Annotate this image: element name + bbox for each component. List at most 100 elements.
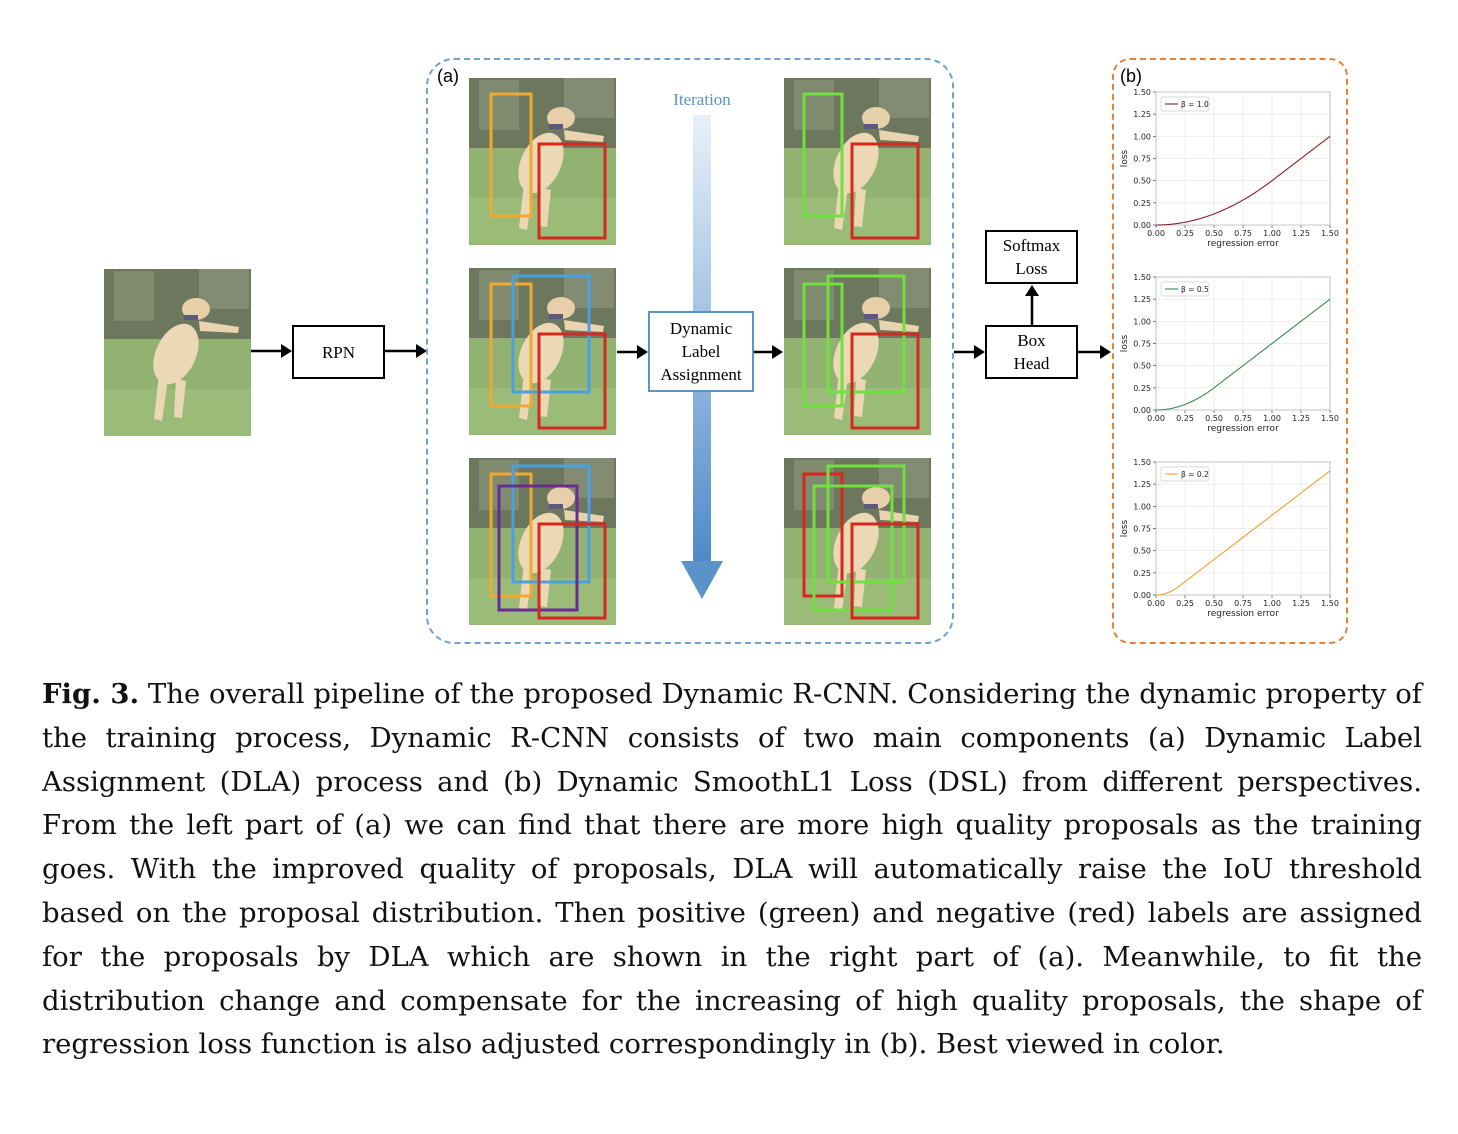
arrow-boxhead-to-softmax xyxy=(1025,285,1039,327)
y-tick-label: 1.00 xyxy=(1133,317,1151,326)
y-tick-label: 1.25 xyxy=(1133,480,1151,489)
proposal-box-red xyxy=(850,142,920,240)
arrow-panel-a-to-boxhead xyxy=(954,345,985,359)
y-axis-label: loss xyxy=(1120,149,1130,167)
rpn-label: RPN xyxy=(321,342,356,362)
labeled-image-stage3 xyxy=(784,458,931,625)
arrow-dla-to-labels xyxy=(754,345,783,359)
boxhead-label-line1: Box xyxy=(1017,331,1046,350)
y-tick-label: 1.50 xyxy=(1133,273,1151,282)
x-tick-label: 1.00 xyxy=(1263,414,1281,423)
x-tick-label: 1.25 xyxy=(1292,599,1310,608)
box-head-box: Box Head xyxy=(985,325,1078,379)
x-tick-label: 1.50 xyxy=(1321,414,1339,423)
x-tick-label: 0.25 xyxy=(1176,414,1194,423)
y-tick-label: 0.25 xyxy=(1133,569,1151,578)
x-tick-label: 0.50 xyxy=(1205,599,1223,608)
proposal-box-red xyxy=(537,142,607,240)
loss-chart-beta-1-0: 0.00 0.25 0.50 0.75 1.00 1.25 1.50 0.00 0.25 0.50… xyxy=(1120,88,1339,249)
boxhead-label-line2: Head xyxy=(1013,354,1050,373)
input-dog-image xyxy=(104,269,251,436)
y-tick-label: 0.00 xyxy=(1133,221,1151,230)
y-tick-label: 0.75 xyxy=(1133,155,1151,164)
y-tick-label: 0.50 xyxy=(1133,177,1151,186)
x-tick-label: 0.25 xyxy=(1176,599,1194,608)
iteration-label: Iteration xyxy=(673,90,731,109)
proposal-box-red xyxy=(537,522,607,620)
x-tick-label: 0.50 xyxy=(1205,414,1223,423)
x-tick-label: 1.50 xyxy=(1321,229,1339,238)
dla-label-line2: Label xyxy=(681,342,721,361)
loss-chart-beta-0-5: 0.00 0.25 0.50 0.75 1.00 1.25 1.50 0.00 0.25 0.50… xyxy=(1120,273,1339,434)
legend-box xyxy=(1160,281,1210,297)
panel-b-label: (b) xyxy=(1120,66,1142,86)
y-tick-label: 1.00 xyxy=(1133,132,1151,141)
x-tick-label: 1.25 xyxy=(1292,229,1310,238)
legend-label: β = 0.5 xyxy=(1181,285,1209,294)
softmax-label-line1: Softmax xyxy=(1002,236,1061,255)
x-tick-label: 0.00 xyxy=(1147,414,1165,423)
x-axis-label: regression error xyxy=(1207,609,1279,619)
y-tick-label: 1.50 xyxy=(1133,458,1151,467)
x-tick-label: 0.75 xyxy=(1234,414,1252,423)
y-tick-label: 0.00 xyxy=(1133,406,1151,415)
y-tick-label: 0.25 xyxy=(1133,199,1151,208)
y-tick-label: 0.50 xyxy=(1133,362,1151,371)
x-axis-label: regression error xyxy=(1207,239,1279,249)
dla-label-line1: Dynamic xyxy=(669,319,733,338)
y-tick-label: 1.25 xyxy=(1133,295,1151,304)
x-tick-label: 0.00 xyxy=(1147,599,1165,608)
proposal-box-red xyxy=(802,472,844,598)
legend-label: β = 0.2 xyxy=(1181,470,1209,479)
y-tick-label: 0.75 xyxy=(1133,525,1151,534)
x-tick-label: 1.25 xyxy=(1292,414,1310,423)
proposal-box-orange xyxy=(489,472,533,598)
x-tick-label: 1.00 xyxy=(1263,599,1281,608)
panel-b-dsl xyxy=(1112,58,1348,644)
caption-text: The overall pipeline of the proposed Dyn… xyxy=(42,678,1422,1061)
x-tick-label: 0.75 xyxy=(1234,229,1252,238)
loss-curve xyxy=(1155,135,1331,226)
figure-caption: Fig. 3. The overall pipeline of the prop… xyxy=(42,673,1422,1067)
y-axis-label: loss xyxy=(1120,519,1130,537)
proposal-box-red xyxy=(850,332,920,430)
proposal-box-green xyxy=(802,92,844,218)
y-tick-label: 1.50 xyxy=(1133,88,1151,97)
proposal-box-red xyxy=(537,332,607,430)
x-tick-label: 0.25 xyxy=(1176,229,1194,238)
x-tick-label: 0.50 xyxy=(1205,229,1223,238)
arrow-boxhead-to-panel-b xyxy=(1078,345,1111,359)
y-tick-label: 1.25 xyxy=(1133,110,1151,119)
proposal-box-orange xyxy=(489,282,533,408)
arrow-proposals-to-dla xyxy=(617,345,648,359)
proposal-box-red xyxy=(850,522,920,620)
dla-box: Dynamic Label Assignment xyxy=(648,311,754,392)
y-tick-label: 1.00 xyxy=(1133,502,1151,511)
x-tick-label: 0.75 xyxy=(1234,599,1252,608)
y-axis-label: loss xyxy=(1120,334,1130,352)
y-tick-label: 0.25 xyxy=(1133,384,1151,393)
dla-label-line3: Assignment xyxy=(660,365,742,384)
arrow-rpn-to-panel-a xyxy=(385,344,427,358)
y-tick-label: 0.00 xyxy=(1133,591,1151,600)
legend-label: β = 1.0 xyxy=(1181,100,1209,109)
labeled-image-stage1 xyxy=(784,78,931,245)
legend-box xyxy=(1160,96,1210,112)
loss-curve xyxy=(1155,298,1331,411)
panel-a-dla xyxy=(426,58,954,644)
labeled-image-stage2 xyxy=(784,268,931,435)
loss-curve xyxy=(1155,470,1331,596)
y-tick-label: 0.75 xyxy=(1133,340,1151,349)
x-tick-label: 1.50 xyxy=(1321,599,1339,608)
arrow-input-to-rpn xyxy=(251,344,292,358)
panel-a-label: (a) xyxy=(437,66,459,86)
caption-label: Fig. 3. xyxy=(42,678,140,710)
x-axis-label: regression error xyxy=(1207,424,1279,434)
pipeline-figure: RPN (a) Iteration Dynamic Label Assignme… xyxy=(104,58,1348,644)
proposals-image-stage3 xyxy=(469,458,616,625)
proposal-box-green xyxy=(802,282,844,408)
rpn-box: RPN xyxy=(292,325,385,379)
proposal-box-orange xyxy=(489,92,533,218)
x-tick-label: 0.00 xyxy=(1147,229,1165,238)
